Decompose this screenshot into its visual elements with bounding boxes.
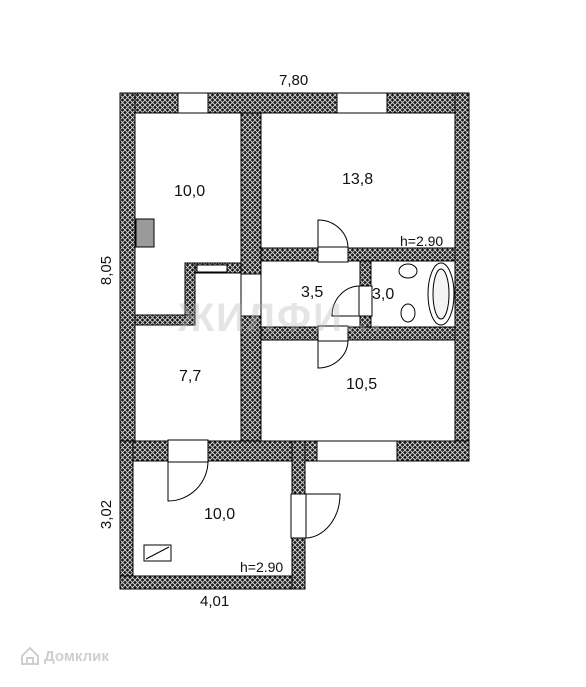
window-top-left <box>177 92 209 114</box>
room-mid-right-area: 10,5 <box>346 376 378 393</box>
bathtub-inner <box>432 268 450 320</box>
annex-room-area: 10,0 <box>204 506 236 523</box>
house-icon <box>21 646 39 665</box>
door-opening-room1 <box>196 264 228 273</box>
bathroom-area: 3,0 <box>372 286 395 303</box>
room-top-right-area: 13,8 <box>342 171 374 188</box>
window-top-right <box>336 92 388 114</box>
hall-area: 3,5 <box>301 284 324 301</box>
door-swing-hall <box>331 285 361 317</box>
dimension-annex-width: 4,01 <box>200 593 230 610</box>
wall-top <box>119 92 470 114</box>
window-main-bottom <box>316 440 398 462</box>
wall-right <box>454 92 470 462</box>
dimension-annex-height: 3,02 <box>98 499 116 530</box>
room-mid-left-area: 7,7 <box>179 368 202 385</box>
wall-left <box>119 92 136 462</box>
fixtures <box>135 218 455 562</box>
stove <box>135 218 155 248</box>
door-opening-room5 <box>317 325 349 342</box>
dimension-top-width: 7,80 <box>279 72 309 89</box>
door-swing-room2 <box>317 219 349 249</box>
door-swings <box>167 219 361 539</box>
toilet <box>400 303 416 323</box>
door-swing-annex-right <box>304 493 341 539</box>
door-opening-annex-right <box>290 493 307 539</box>
windows <box>177 92 398 462</box>
door-opening-room2 <box>317 246 349 263</box>
door-swing-room5 <box>317 339 349 369</box>
wall-left-step-h2 <box>134 314 196 326</box>
sink <box>398 263 418 279</box>
door-opening-bath <box>358 285 373 317</box>
room-top-left-area: 10,0 <box>174 183 206 200</box>
door-opening-annex-top <box>167 439 209 463</box>
wall-h-lower <box>260 326 456 341</box>
logo-text: Домклик <box>44 647 109 665</box>
annex-ceiling-height: h=2.90 <box>240 559 284 575</box>
wall-annex-bottom <box>119 575 306 590</box>
wall-annex-left <box>119 440 134 590</box>
doors <box>167 246 373 539</box>
domclick-logo: Домклик <box>20 646 109 666</box>
main-ceiling-height: h=2.90 <box>400 233 444 249</box>
boiler-slash <box>145 546 170 560</box>
dimension-left-height: 8,05 <box>98 255 116 286</box>
door-opening-hall <box>240 273 262 317</box>
door-swing-annex-top <box>167 460 209 502</box>
wall-h-upper <box>260 247 456 262</box>
